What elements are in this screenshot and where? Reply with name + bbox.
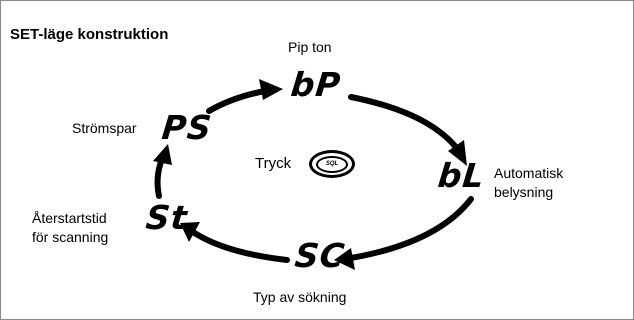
arrowhead-ps bbox=[153, 144, 172, 165]
arrow-bl-to-sc bbox=[348, 196, 474, 261]
restart-display: St bbox=[144, 198, 190, 237]
sql-button-icon: SQL bbox=[309, 150, 355, 178]
restart-label-line1: Återstartstid bbox=[32, 210, 107, 226]
arrow-st-to-ps bbox=[154, 156, 165, 199]
beep-label: Pip ton bbox=[288, 39, 332, 55]
backlight-label-line1: Automatisk bbox=[494, 165, 564, 181]
powersave-label: Strömspar bbox=[72, 120, 137, 136]
search-label: Typ av sökning bbox=[253, 289, 347, 305]
arrowhead-sc bbox=[334, 248, 355, 270]
diagram-title: SET-läge konstruktion bbox=[10, 26, 169, 43]
arrowhead-bl bbox=[448, 140, 467, 166]
arrow-bp-to-bl bbox=[348, 94, 462, 154]
sql-button-text: SQL bbox=[316, 155, 348, 173]
powersave-display: PS bbox=[160, 108, 215, 147]
press-label: Tryck bbox=[255, 155, 292, 172]
arrowhead-bp bbox=[259, 79, 283, 100]
arrow-ps-to-bp bbox=[206, 88, 268, 114]
backlight-label-line2: belysning bbox=[494, 184, 554, 200]
beep-display: bP bbox=[289, 65, 343, 104]
restart-label-line2: för scanning bbox=[32, 229, 109, 245]
backlight-display: bL bbox=[436, 156, 487, 195]
arrowhead-st bbox=[180, 222, 200, 242]
arrow-sc-to-st bbox=[190, 229, 290, 263]
search-display: SC bbox=[293, 236, 348, 275]
